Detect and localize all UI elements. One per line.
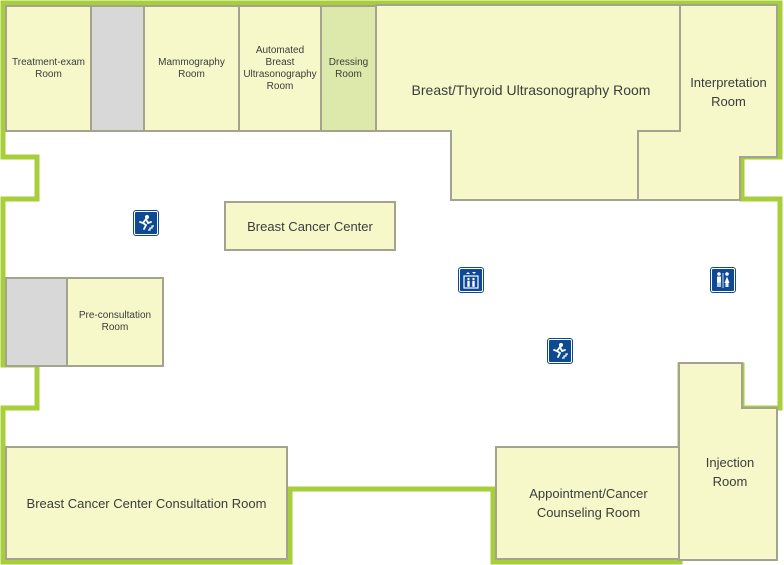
appointment-cancer-counseling-room: Appointment/Cancer Counseling Room — [495, 446, 682, 560]
elevator-icon — [458, 267, 484, 293]
interpretation-room: Interpretation Room — [690, 75, 767, 109]
automated-breast-ultrasonography-room: Automated Breast Ultrasonography Room — [238, 5, 322, 132]
breast-cancer-center: Breast Cancer Center — [224, 201, 396, 251]
consultation-room: Breast Cancer Center Consultation Room — [5, 446, 288, 560]
breast-thyroid-ultrasonography-room: Breast/Thyroid Ultrasonography Room — [411, 82, 651, 98]
restroom-icon — [710, 267, 736, 293]
pre-consultation-room: Pre-consultation Room — [66, 277, 164, 367]
injection-room-label: Injection Room — [705, 455, 755, 489]
emergency-exit-icon — [133, 210, 159, 236]
mammography-room: Mammography Room — [143, 5, 240, 132]
emergency-exit-icon — [547, 338, 573, 364]
